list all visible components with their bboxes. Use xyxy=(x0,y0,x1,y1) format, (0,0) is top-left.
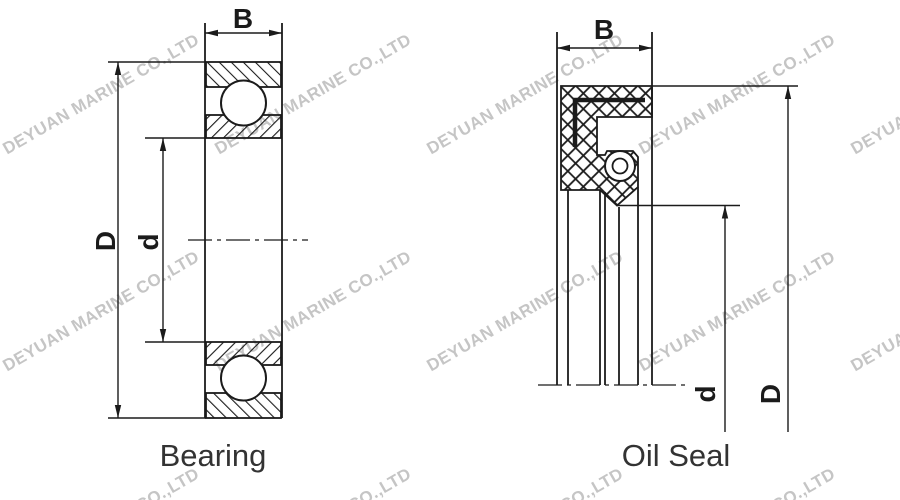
bearing-width-arrow-right xyxy=(269,29,282,37)
bearing-bore-arrow-top xyxy=(159,138,167,151)
bearing-width-arrow-left xyxy=(205,29,218,37)
oilseal-garter-spring-inner xyxy=(611,157,629,175)
oilseal-od-label: D xyxy=(755,384,786,404)
bearing-ball-bottom xyxy=(220,354,267,402)
oilseal-metal-insert xyxy=(572,97,645,147)
bearing-drawing: B D d Bearing xyxy=(90,3,308,473)
bearing-od-arrow-top xyxy=(114,62,122,75)
oilseal-garter-spring-outer xyxy=(604,150,636,182)
oilseal-width-arrow-right xyxy=(639,44,652,52)
bearing-width-label: B xyxy=(233,3,253,34)
bearing-caption: Bearing xyxy=(160,438,267,473)
bearing-od-label: D xyxy=(90,231,121,251)
oilseal-caption: Oil Seal xyxy=(622,438,731,473)
bearing-bore-label: d xyxy=(133,233,164,250)
oilseal-shaft-label: d xyxy=(690,385,721,402)
oilseal-od-arrow xyxy=(784,86,792,99)
bearing-ball-top xyxy=(220,79,267,127)
oilseal-width-arrow-left xyxy=(557,44,570,52)
oilseal-shaft-arrow xyxy=(721,205,729,219)
oil-seal-drawing: B d D Oil Seal xyxy=(538,14,798,473)
bearing-od-arrow-bottom xyxy=(114,405,122,418)
bearing-bore-arrow-bottom xyxy=(159,329,167,342)
oilseal-width-label: B xyxy=(594,14,614,45)
